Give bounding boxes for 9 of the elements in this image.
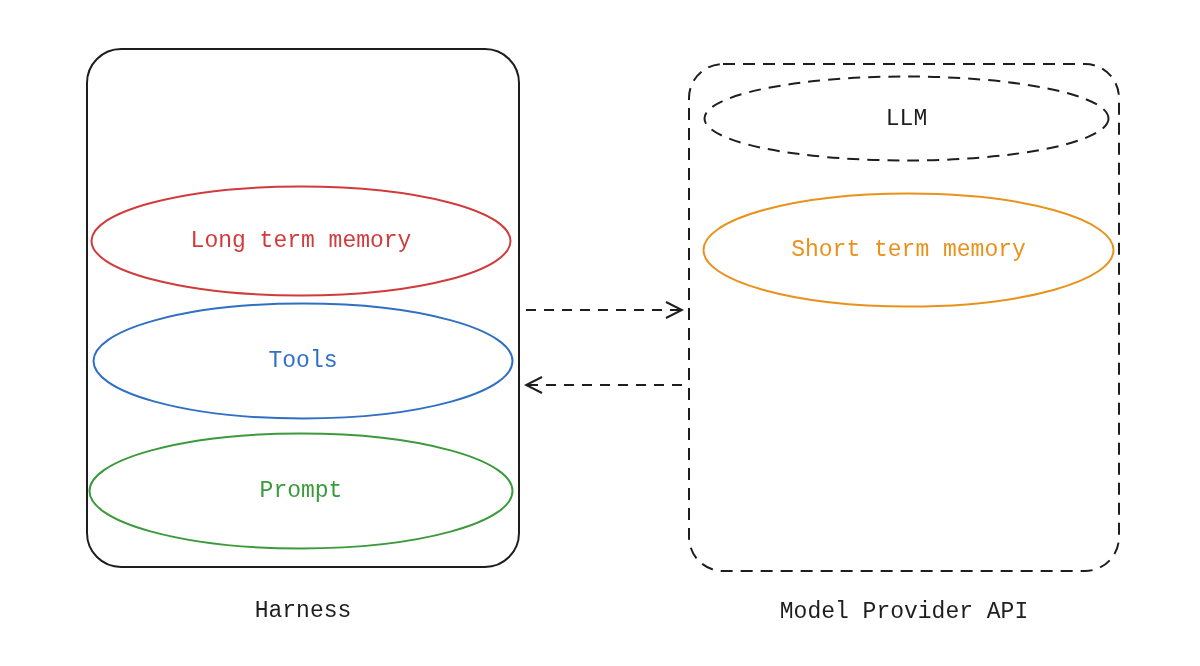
container-label: Harness (254, 598, 352, 624)
node-label: Short term memory (791, 237, 1026, 263)
node-label: LLM (885, 105, 928, 132)
container-label: Model Provider API (779, 599, 1029, 625)
dashed-arrow (525, 376, 683, 394)
node-label: Tools (268, 348, 338, 374)
dashed-arrow (525, 301, 683, 319)
node-label: Prompt (259, 478, 343, 504)
node-label: Long term memory (190, 228, 412, 254)
